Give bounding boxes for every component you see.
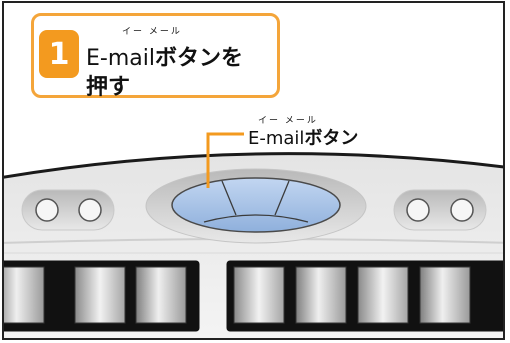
callout-leader xyxy=(206,132,244,188)
keyboard-key xyxy=(295,266,347,324)
email-button-label: E-mailボタン xyxy=(248,124,358,150)
keyboard-key xyxy=(357,266,409,324)
email-button xyxy=(171,177,341,233)
callout-ruby: イー メール xyxy=(258,116,318,126)
keyboard-key xyxy=(74,266,126,324)
round-button xyxy=(406,198,430,222)
keyboard-key xyxy=(4,266,45,324)
step-number-badge: 1 xyxy=(39,30,79,78)
round-button xyxy=(78,198,102,222)
keyboard-key xyxy=(233,266,285,324)
step-instruction: 1 イー メール E-mailボタンを 押す xyxy=(31,13,280,100)
callout-jp-text: ボタン xyxy=(304,128,359,149)
step-latin-text: E-mail xyxy=(86,46,155,71)
keyboard-key xyxy=(419,266,471,324)
round-button xyxy=(35,198,59,222)
keyboard-key xyxy=(135,266,187,324)
step-line-1: E-mailボタンを xyxy=(86,40,243,72)
keyboard-illustration xyxy=(4,132,503,338)
step-ruby: イー メール xyxy=(122,27,182,37)
step-line-2: 押す xyxy=(86,75,131,100)
round-button xyxy=(450,198,474,222)
step-jp-text: ボタンを xyxy=(154,46,243,71)
callout-latin-text: E-mail xyxy=(248,128,305,149)
illustration-frame: 1 イー メール E-mailボタンを 押す イー メール E-mailボタン xyxy=(2,1,505,340)
